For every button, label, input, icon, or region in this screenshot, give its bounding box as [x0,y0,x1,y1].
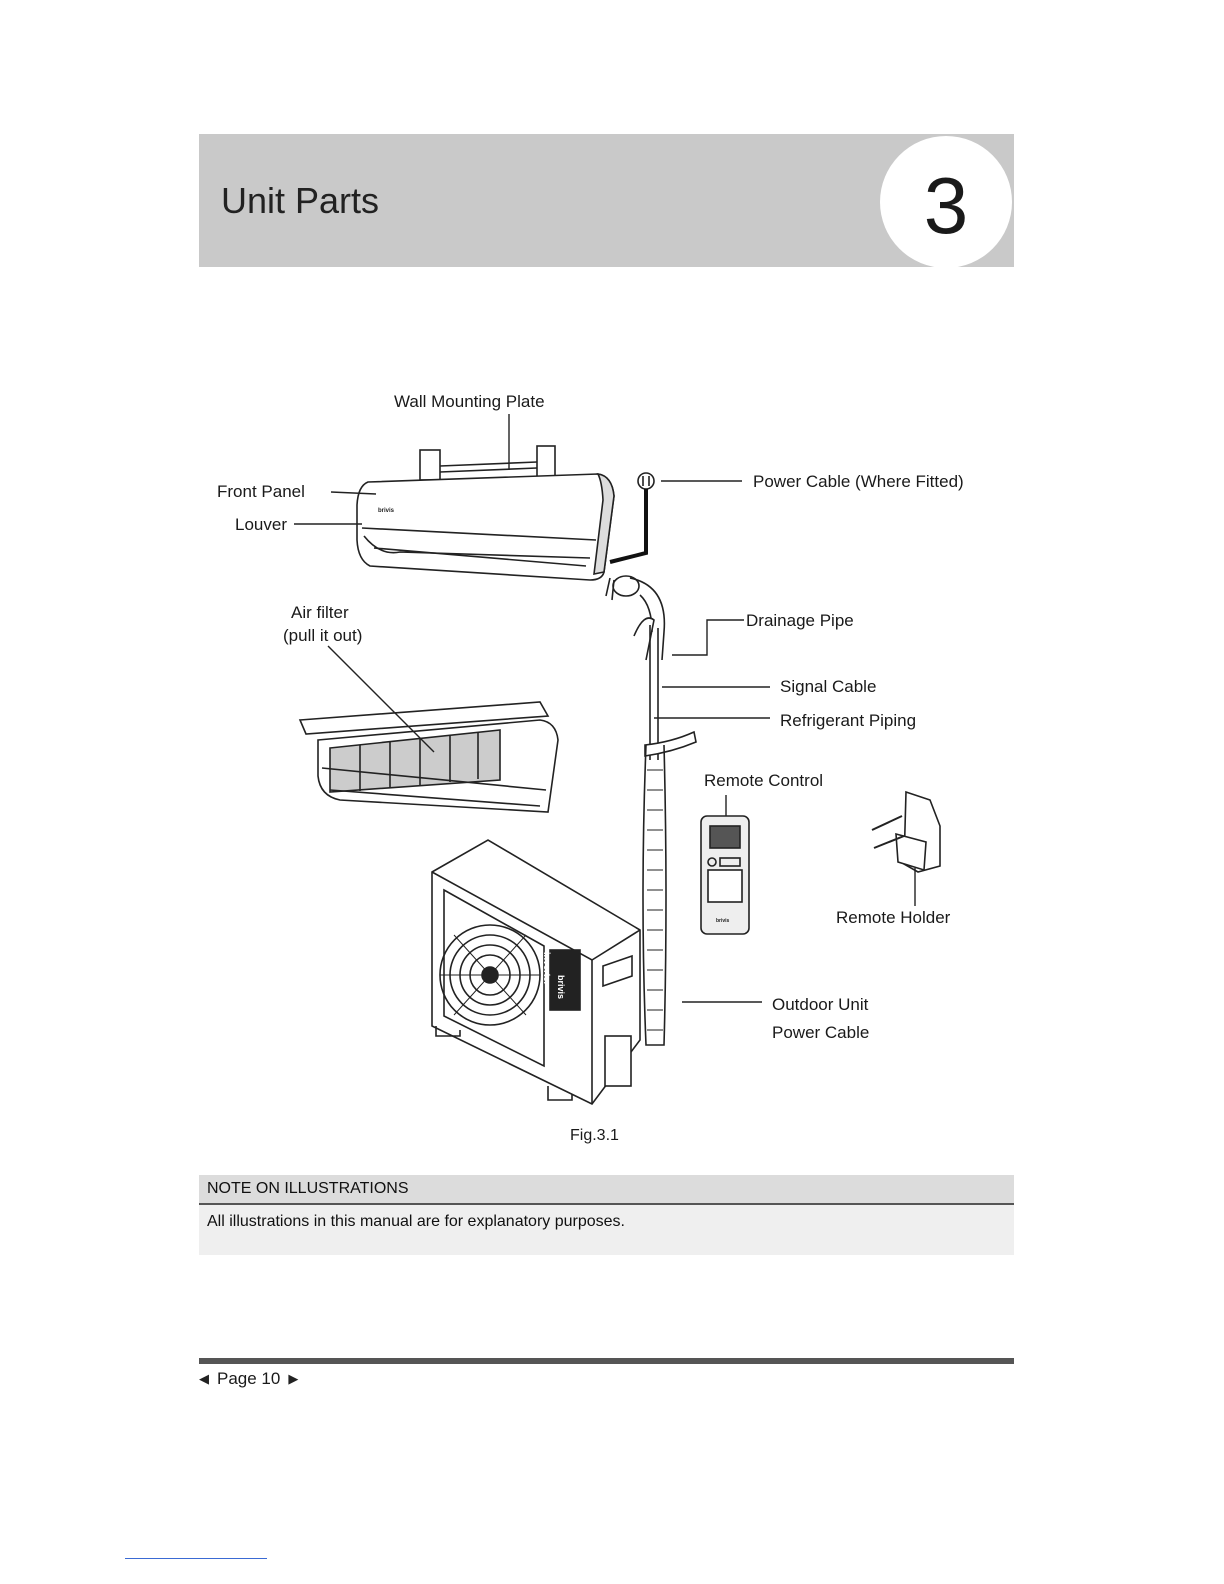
label-air-filter: Air filter [291,603,349,622]
section-header: Unit Parts 3 [199,134,1014,267]
label-power-cable: Power Cable (Where Fitted) [753,472,964,491]
label-air-filter-note: (pull it out) [283,626,363,645]
chapter-number: 3 [923,161,969,250]
outdoor-brand-text: brivis [556,975,566,1000]
label-outdoor-unit: Outdoor Unit [772,995,869,1014]
note-text: All illustrations in this manual are for… [207,1213,625,1230]
remote-holder [871,790,941,873]
indoor-brand-text: brivis [378,508,395,514]
remote-brand-text: brivis [716,918,730,924]
label-remote-control: Remote Control [704,771,824,790]
section-title: Unit Parts [221,180,380,221]
remote-control [700,815,750,935]
label-signal-cable: Signal Cable [780,677,877,696]
label-refrigerant-piping: Refrigerant Piping [780,711,917,730]
label-outdoor-power-cable: Power Cable [772,1023,870,1042]
label-louver: Louver [235,515,287,534]
note-box: NOTE ON ILLUSTRATIONS All illustrations … [199,1175,1014,1255]
outdoor-unit [431,839,641,1106]
footer-rule [199,1358,1014,1364]
power-cable [609,472,655,564]
previous-page-icon[interactable]: ◀ [199,1371,209,1386]
indoor-unit [356,472,615,581]
label-drainage-pipe: Drainage Pipe [746,611,854,630]
chapter-badge: 3 [880,136,1012,267]
leader-lines [294,414,916,1003]
page-label: Page 10 [217,1369,281,1388]
label-wall-mounting-plate: Wall Mounting Plate [394,392,545,411]
piping-bundle [605,575,697,1046]
page-navigation: ◀ Page 10 ▶ [199,1369,298,1389]
bottom-link-underline[interactable] [125,1558,267,1559]
label-front-panel: Front Panel [217,482,305,501]
outdoor-inverter-text: inverter [542,952,552,986]
figure-caption: Fig.3.1 [570,1127,619,1144]
indoor-unit-open [298,701,559,813]
wall-mounting-plate [419,445,556,481]
label-remote-holder: Remote Holder [836,908,951,927]
note-heading: NOTE ON ILLUSTRATIONS [199,1175,1014,1205]
next-page-icon[interactable]: ▶ [288,1371,299,1386]
